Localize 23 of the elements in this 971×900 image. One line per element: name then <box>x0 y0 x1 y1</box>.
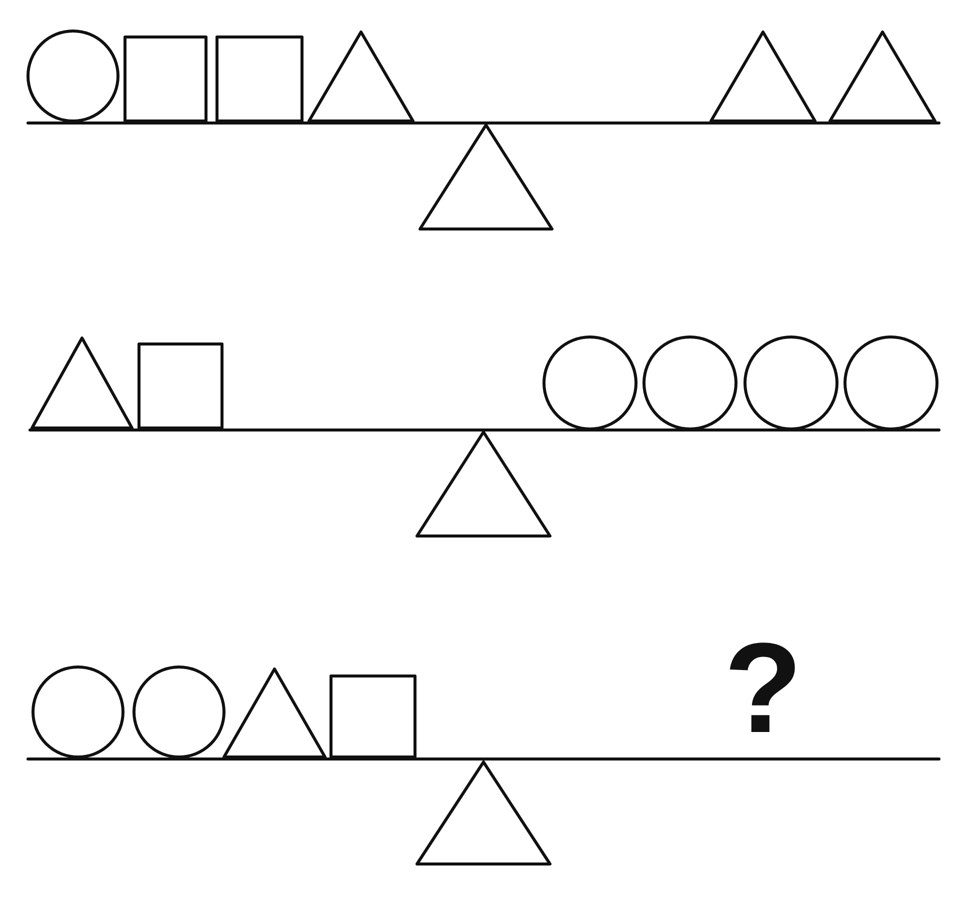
circle-shape <box>26 30 120 122</box>
triangle-shape <box>308 30 414 122</box>
square-shape <box>330 674 416 758</box>
circle-shape <box>32 666 124 758</box>
circle-shape <box>132 666 226 758</box>
square-shape <box>216 36 304 122</box>
fulcrum-triangle <box>416 760 552 866</box>
triangle-shape <box>710 30 816 122</box>
square-shape <box>124 36 208 122</box>
square-shape <box>138 342 224 430</box>
balance-beam <box>28 428 940 432</box>
balance-beam <box>26 122 940 124</box>
fulcrum-triangle <box>418 124 554 230</box>
fulcrum-triangle <box>416 430 552 538</box>
circle-shape <box>542 336 638 430</box>
circle-shape <box>642 336 738 430</box>
triangle-shape <box>222 668 326 758</box>
triangle-shape <box>30 336 134 430</box>
circle-shape <box>844 336 938 430</box>
question-mark: ? <box>724 625 802 753</box>
circle-shape <box>744 336 838 430</box>
balance-beam <box>26 758 940 760</box>
triangle-shape <box>828 30 936 122</box>
